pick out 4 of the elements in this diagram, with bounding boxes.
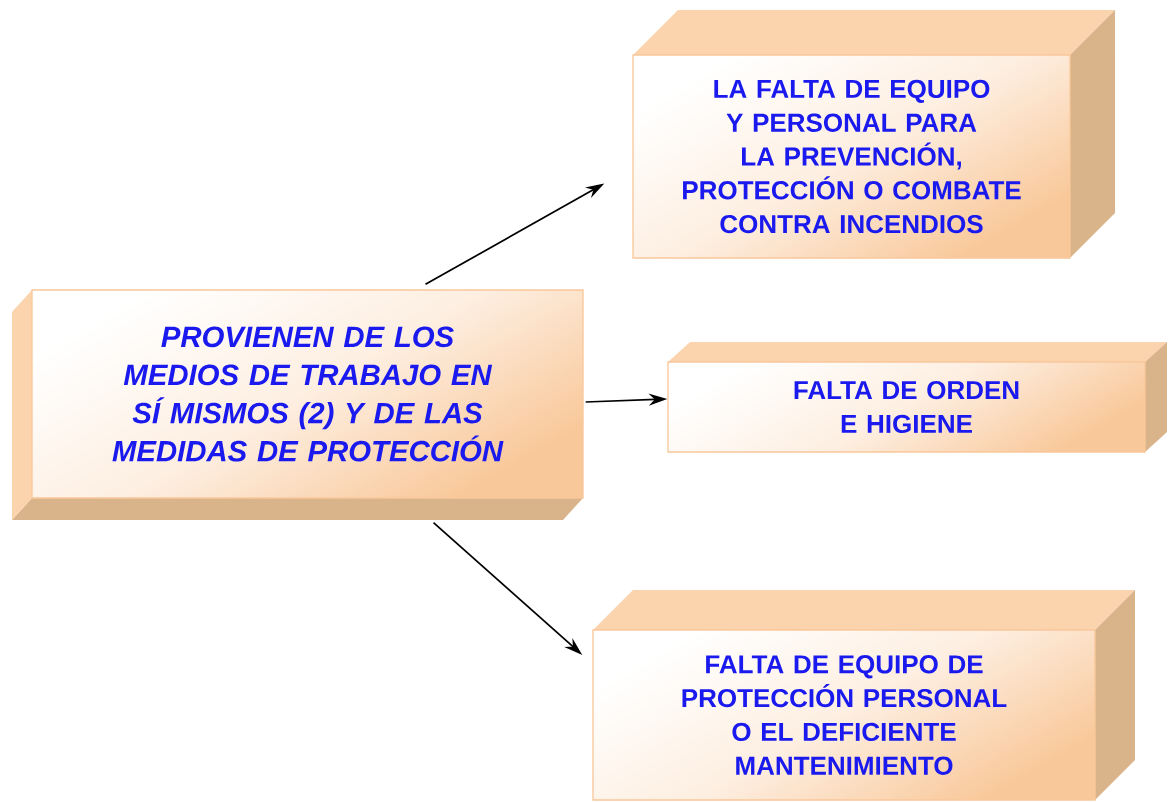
box-3d: LA FALTA DE EQUIPO Y PERSONAL PARA LA PREVENCIÓN, PROTECCIÓN O COMBATE CONTRA INCENDIOS <box>632 10 1115 259</box>
box-3d: FALTA DE ORDEN E HIGIENE <box>667 342 1167 453</box>
box-3d: FALTA DE EQUIPO DE PROTECCIÓN PERSONAL O EL DEFICIENTE MANTENIMIENTO <box>592 590 1135 801</box>
box-3d: PROVIENEN DE LOS MEDIOS DE TRABAJO EN SÍ MISMOS (2) Y DE LAS MEDIDAS DE PROTECCIÓN <box>12 289 584 520</box>
